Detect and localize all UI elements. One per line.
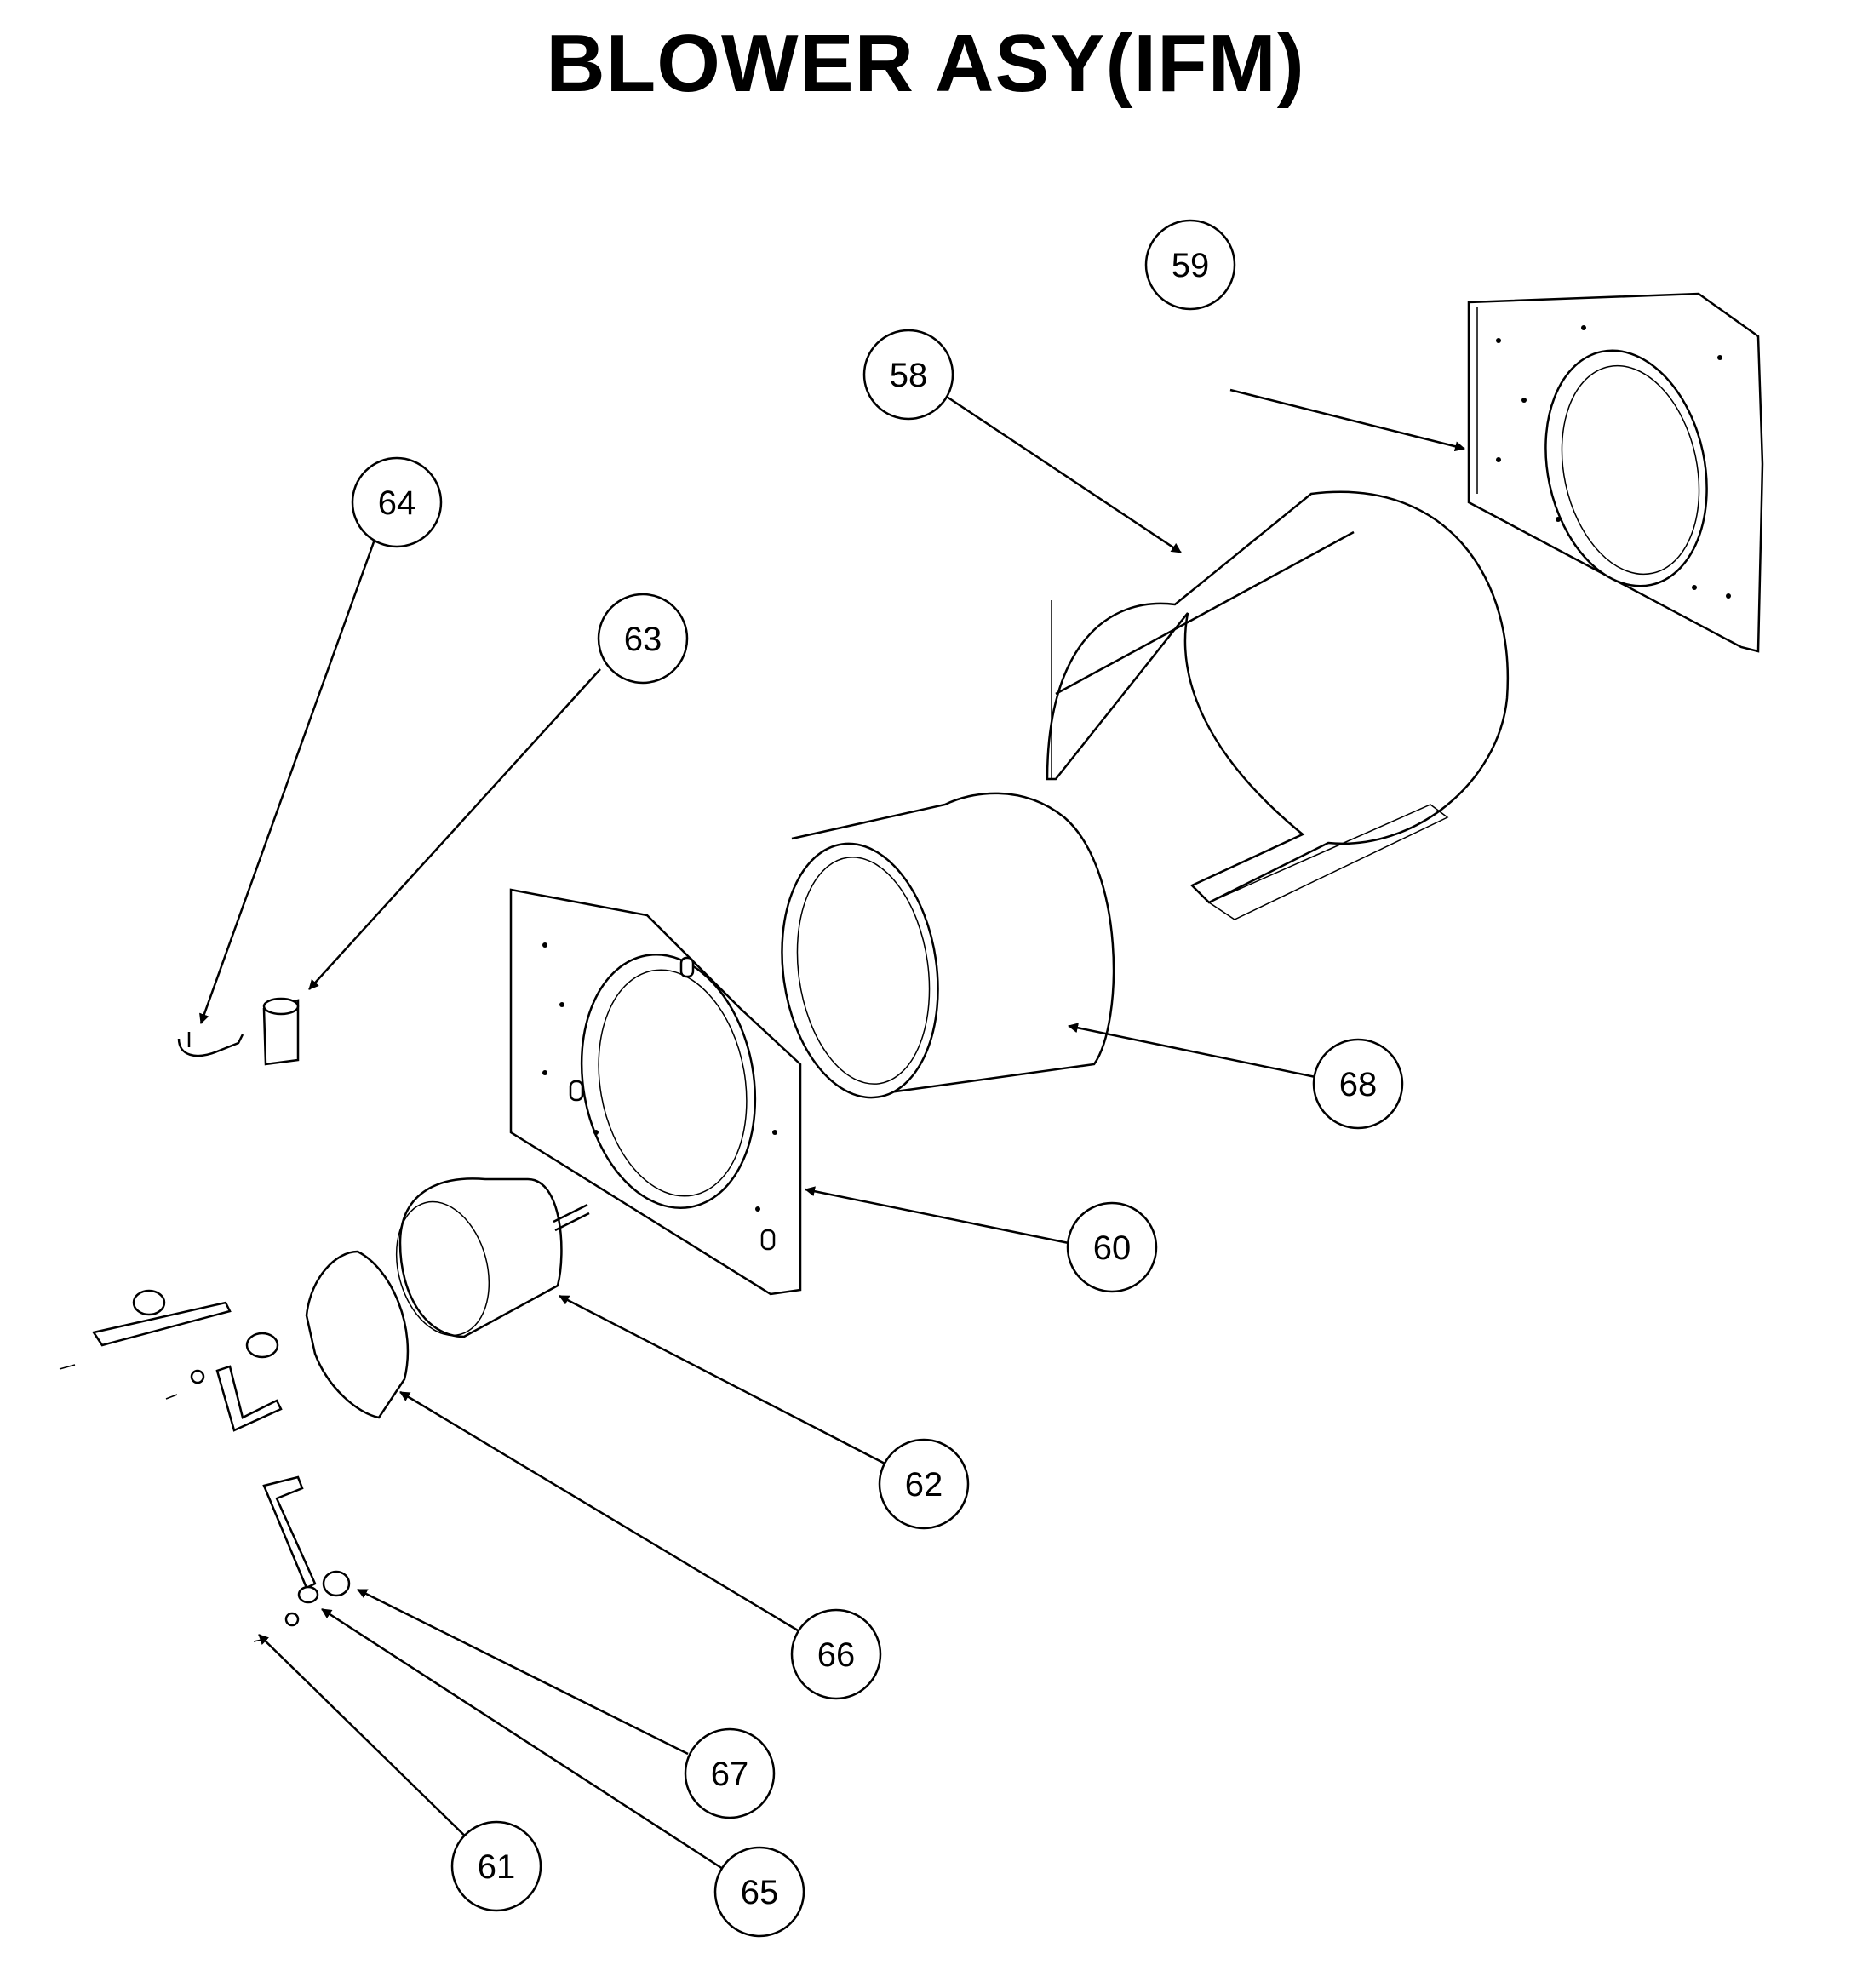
mounting-hardware	[59, 1289, 351, 1642]
callout-58: 58	[862, 329, 954, 421]
callout-60: 60	[1066, 1201, 1158, 1293]
callout-65: 65	[713, 1846, 805, 1938]
leader-62	[559, 1294, 891, 1468]
callout-59-label: 59	[1172, 247, 1210, 284]
callout-66-label: 66	[817, 1636, 856, 1674]
diagram-title: BLOWER ASY(IFM)	[546, 18, 1305, 109]
blower-wheel	[781, 792, 1115, 1099]
leader-63	[308, 668, 601, 990]
scroll-housing	[1046, 490, 1510, 920]
callout-62-label: 62	[905, 1466, 943, 1504]
front-side-panel	[509, 888, 802, 1296]
callout-63-label: 63	[624, 621, 662, 658]
leader-66	[399, 1390, 799, 1632]
callout-59: 59	[1144, 219, 1236, 311]
callout-68: 68	[1312, 1038, 1404, 1130]
callout-58-label: 58	[890, 357, 928, 394]
capacitor	[262, 997, 300, 1066]
leader-68	[1068, 1023, 1316, 1079]
callout-67-label: 67	[711, 1756, 749, 1793]
leader-58	[946, 395, 1182, 554]
leader-65	[321, 1607, 726, 1872]
callout-61: 61	[450, 1820, 542, 1912]
callout-67: 67	[684, 1727, 776, 1819]
callout-68-label: 68	[1339, 1066, 1378, 1103]
leader-60	[805, 1186, 1069, 1245]
leader-lines	[199, 388, 1465, 1872]
capacitor-strap	[177, 1032, 244, 1057]
callout-60-label: 60	[1093, 1229, 1132, 1267]
callout-64-label: 64	[378, 484, 416, 522]
callout-65-label: 65	[741, 1874, 779, 1911]
leader-59	[1229, 388, 1465, 452]
leader-64	[199, 536, 377, 1024]
callout-61-label: 61	[478, 1848, 516, 1886]
callout-64: 64	[351, 456, 443, 548]
callout-62: 62	[878, 1438, 970, 1530]
leader-61	[258, 1634, 478, 1848]
rear-side-panel	[1467, 292, 1764, 653]
callout-63: 63	[597, 593, 689, 685]
callout-66: 66	[790, 1608, 882, 1700]
leader-67	[357, 1588, 689, 1756]
blower-motor	[395, 1177, 590, 1338]
motor-mount-ring	[305, 1250, 410, 1419]
